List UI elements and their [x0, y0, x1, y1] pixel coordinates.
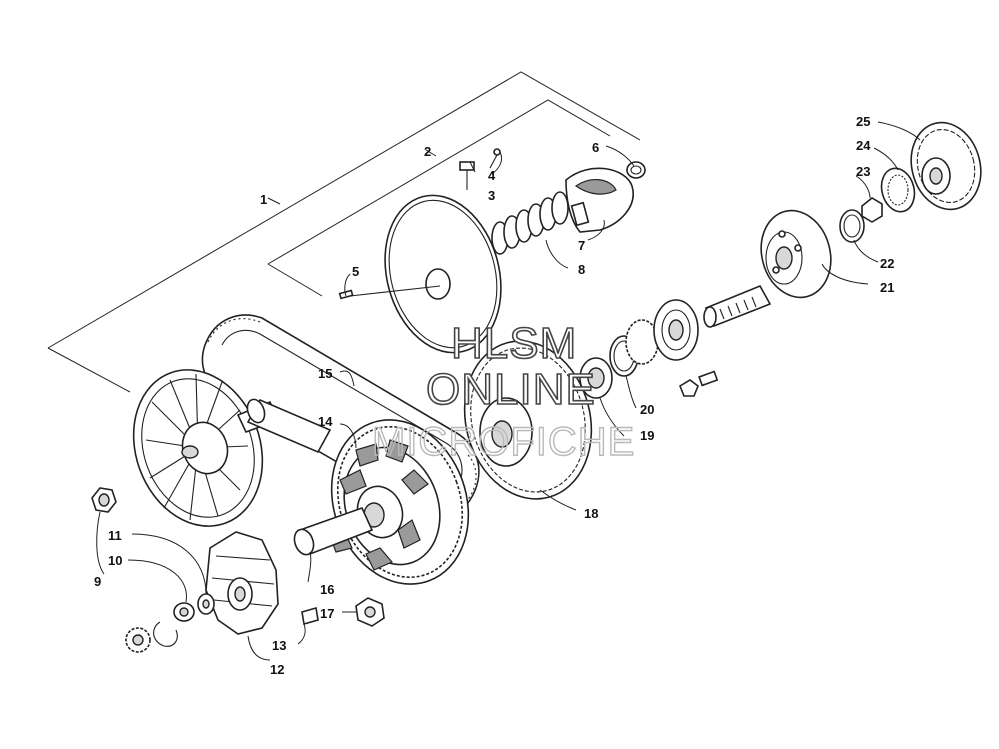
ball-bearing: [625, 299, 699, 365]
callout-19: 19: [640, 428, 654, 443]
ring-22: [839, 209, 865, 243]
callout-8: 8: [578, 262, 585, 277]
callout-13: 13: [272, 638, 286, 653]
callout-24: 24: [856, 138, 871, 153]
roller-13: [301, 606, 319, 626]
callout-23: 23: [856, 164, 870, 179]
spring-cover: [565, 167, 634, 233]
washer-11: [197, 593, 215, 615]
nut-9: [91, 487, 117, 513]
nut-17: [355, 597, 385, 627]
moveable-sheave: [338, 194, 502, 354]
snap-ring-6: [626, 161, 646, 179]
callout-10: 10: [108, 553, 122, 568]
callout-5: 5: [352, 264, 359, 279]
callout-4: 4: [488, 168, 496, 183]
callout-1: 1: [260, 192, 267, 207]
watermark-line-2: ONLINE: [426, 365, 596, 414]
retainer-clip-3: [459, 161, 475, 190]
assembly-bracket-2: [267, 99, 611, 297]
fixed-sheave: [463, 340, 593, 500]
watermark-line-1: HLSM: [451, 319, 577, 368]
watermark-line-3: MICROFICHE: [372, 420, 635, 464]
primary-clutch-sheave: [329, 419, 470, 585]
leader-lines: [96, 121, 921, 661]
driven-shaft: [246, 398, 332, 454]
callout-25: 25: [856, 114, 870, 129]
callout-15: 15: [318, 366, 332, 381]
assembly-bracket-1: [47, 71, 641, 393]
one-way-clutch-25: [910, 121, 982, 211]
callout-11: 11: [108, 528, 122, 543]
callout-20: 20: [640, 402, 654, 417]
callout-22: 22: [880, 256, 894, 271]
needle-bearing-24: [880, 167, 916, 213]
callout-7: 7: [578, 238, 585, 253]
nut-23: [861, 197, 883, 223]
callout-18: 18: [584, 506, 598, 521]
watermark: HLSM ONLINE MICROFICHE: [371, 318, 635, 465]
callout-3: 3: [488, 188, 495, 203]
callout-16: 16: [320, 582, 334, 597]
bearing-19: [579, 357, 613, 399]
clutch-spring: [491, 191, 569, 255]
clutch-shaft: [293, 507, 374, 556]
callout-9: 9: [94, 574, 101, 589]
callout-6: 6: [592, 140, 599, 155]
bushing-10: [173, 602, 195, 622]
callout-17: 17: [320, 606, 334, 621]
pin-4: [489, 148, 501, 169]
callout-21: 21: [880, 280, 894, 295]
small-gear: [125, 627, 151, 653]
bolt: [679, 370, 719, 397]
snap-ring: [153, 621, 178, 647]
output-shaft: [703, 209, 832, 328]
callout-14: 14: [318, 414, 333, 429]
spider-cam: [205, 531, 279, 635]
driven-clutch-sheave: [132, 369, 280, 527]
callout-2: 2: [424, 144, 431, 159]
callout-labels: 1 2 3 4 5 6 7 8 9 10 11 12 13 14 15 16 1…: [94, 114, 894, 677]
callout-12: 12: [270, 662, 284, 677]
